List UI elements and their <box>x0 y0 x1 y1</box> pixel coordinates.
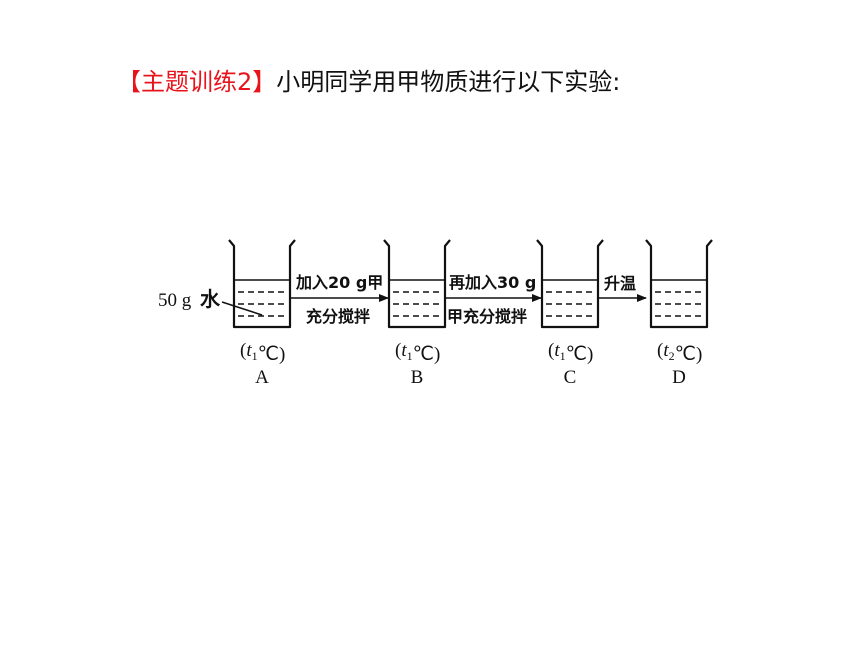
beaker-outline <box>228 239 296 329</box>
beaker-temperature: (t1℃) <box>395 340 440 365</box>
water-amount: 50 g <box>158 290 192 311</box>
step-3-line1: 升温 <box>604 274 636 293</box>
question-text: 小明同学用甲物质进行以下实验: <box>276 68 621 96</box>
beaker-letter: A <box>255 367 269 388</box>
beakers-group: (t1℃)A(t1℃)B(t1℃)C(t2℃)D <box>228 239 713 388</box>
beaker-temperature: (t2℃) <box>657 340 702 365</box>
beaker-a: (t1℃)A <box>228 239 296 388</box>
step-2: 再加入30 g 甲充分搅拌 <box>445 273 542 326</box>
beaker-temperature: (t1℃) <box>548 340 593 365</box>
water-substance: 水 <box>200 287 221 311</box>
step-3: 升温 <box>598 274 647 302</box>
beaker-c: (t1℃)C <box>536 239 604 388</box>
step-1-line2: 充分搅拌 <box>306 307 370 326</box>
step-1: 加入20 g甲 充分搅拌 <box>291 273 389 326</box>
step-2-line2: 甲充分搅拌 <box>447 307 527 326</box>
beaker-outline <box>645 239 713 329</box>
step-1-line1: 加入20 g甲 <box>295 273 383 292</box>
beaker-letter: C <box>564 367 577 388</box>
beaker-outline <box>536 239 604 329</box>
question-tag: 【主题训练2】 <box>117 68 277 96</box>
beaker-temperature: (t1℃) <box>240 340 285 365</box>
beaker-letter: D <box>672 367 686 388</box>
beaker-outline <box>383 239 451 329</box>
question-heading: 【主题训练2】小明同学用甲物质进行以下实验: <box>117 66 620 98</box>
beaker-b: (t1℃)B <box>383 239 451 388</box>
beaker-letter: B <box>411 367 424 388</box>
water-label: 50 g 水 <box>158 287 263 316</box>
step-2-line1: 再加入30 g <box>449 273 536 292</box>
water-pointer-line <box>221 301 263 316</box>
beaker-d: (t2℃)D <box>645 239 713 388</box>
